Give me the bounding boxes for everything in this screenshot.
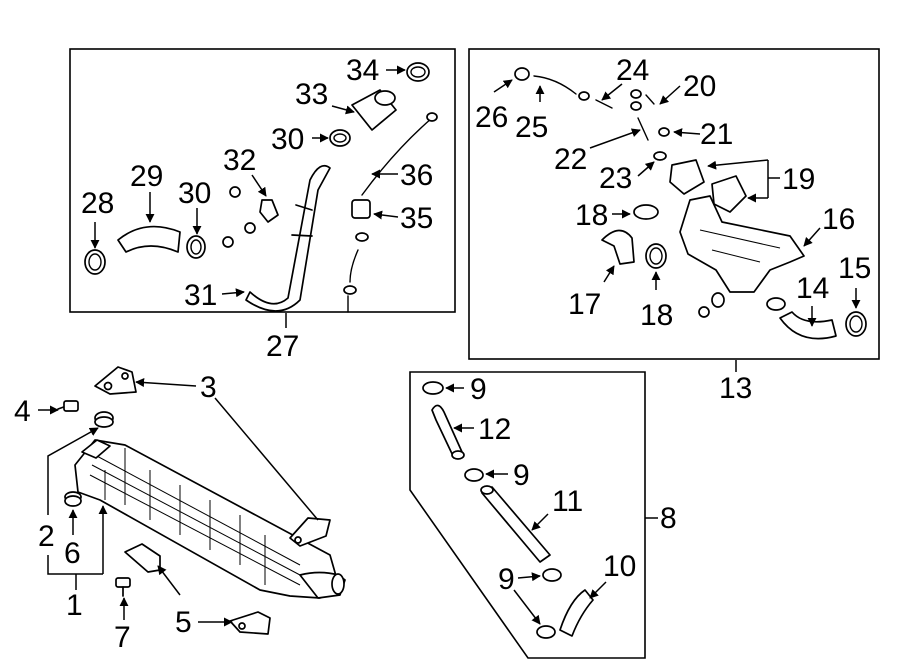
bolt-7: [115, 577, 131, 597]
callout-16: 16: [822, 203, 855, 236]
clamp-18-upper: [633, 204, 659, 220]
clamp-18-lower: [645, 243, 667, 269]
clamp-26: [514, 67, 530, 81]
callout-17: 17: [568, 288, 601, 321]
callout-26: 26: [475, 101, 508, 134]
hose-14: [779, 311, 837, 340]
callout-13: 13: [719, 372, 752, 405]
tube-22: [637, 117, 649, 141]
bracket-5a: [124, 543, 161, 573]
mounting-bracket-upper: [94, 366, 137, 395]
callout-7: 7: [114, 621, 131, 654]
clamp-9-bottom: [536, 625, 556, 639]
callout-labels: 28 29 30 32 31 30 33 34 36 35 27 26 25 2…: [14, 54, 871, 654]
pipe-17: [601, 229, 635, 265]
callout-20: 20: [683, 70, 716, 103]
clamp-28: [84, 249, 106, 275]
callout-32: 32: [223, 144, 256, 177]
grommet-2: [94, 411, 114, 428]
callout-18-upper: 18: [575, 199, 608, 232]
clamp-9-middle: [464, 468, 484, 482]
clamp-30-right: [329, 129, 351, 147]
leader-lines: [38, 65, 861, 627]
clamp-21: [658, 127, 670, 137]
clamp-14-small: [766, 297, 786, 311]
callout-4: 4: [14, 395, 31, 428]
group-box-13: [468, 48, 880, 360]
clamp-15: [845, 311, 867, 337]
callout-31: 31: [184, 279, 217, 312]
housing-16: [679, 195, 805, 293]
fittings-20: [630, 89, 655, 111]
grommet-6: [64, 491, 82, 507]
callout-25: 25: [515, 111, 548, 144]
callout-30-right: 30: [271, 123, 304, 156]
callout-9-lower: 9: [498, 563, 515, 596]
clamp-23: [653, 151, 667, 161]
callout-1: 1: [66, 589, 83, 622]
group-box-8: [409, 371, 646, 659]
callout-9-top: 9: [470, 373, 487, 406]
clamp-30-left: [186, 235, 206, 259]
hose-25: [533, 75, 590, 101]
callout-12: 12: [478, 413, 511, 446]
callout-22: 22: [554, 143, 587, 176]
intercooler: [74, 439, 346, 599]
group-box-27: [69, 48, 456, 313]
callout-28: 28: [81, 187, 114, 220]
hose-10: [559, 589, 594, 637]
sensor-32: [222, 186, 279, 248]
pipe-31: [245, 164, 331, 312]
callout-3: 3: [200, 371, 217, 404]
valve-35: [343, 199, 371, 313]
clamp-9-lower: [542, 568, 562, 582]
clamp-9-top: [422, 381, 444, 395]
tube-24: [595, 99, 613, 109]
callout-19: 19: [782, 163, 815, 196]
valve-19b: [711, 175, 747, 213]
callout-11: 11: [552, 485, 583, 518]
bolt-4: [57, 400, 79, 412]
callout-24: 24: [616, 54, 649, 87]
callout-2: 2: [38, 520, 55, 553]
callout-6: 6: [64, 537, 81, 570]
callout-8: 8: [660, 502, 677, 535]
callout-9-middle: 9: [513, 459, 530, 492]
line-36: [361, 112, 438, 196]
pipe-12: [431, 404, 465, 460]
hose-29: [117, 225, 181, 253]
callout-21: 21: [700, 118, 733, 151]
hose-11: [480, 485, 551, 563]
fittings-16: [698, 292, 725, 318]
callout-14: 14: [796, 272, 829, 305]
callout-18-lower: 18: [640, 299, 673, 332]
bracket-5b: [229, 611, 271, 635]
callout-36: 36: [400, 159, 433, 192]
callout-33: 33: [295, 78, 328, 111]
callout-35: 35: [400, 202, 433, 235]
callout-27: 27: [266, 330, 299, 363]
clamp-34: [406, 62, 430, 82]
mounting-bracket-right: [289, 517, 331, 547]
callout-34: 34: [346, 54, 379, 87]
callout-5: 5: [175, 606, 192, 639]
hose-33: [351, 89, 397, 131]
callout-23: 23: [599, 162, 632, 195]
callout-15: 15: [838, 252, 871, 285]
valve-19a: [669, 159, 705, 195]
callout-10: 10: [603, 550, 636, 583]
callout-29: 29: [130, 160, 163, 193]
callout-30-left: 30: [178, 177, 211, 210]
